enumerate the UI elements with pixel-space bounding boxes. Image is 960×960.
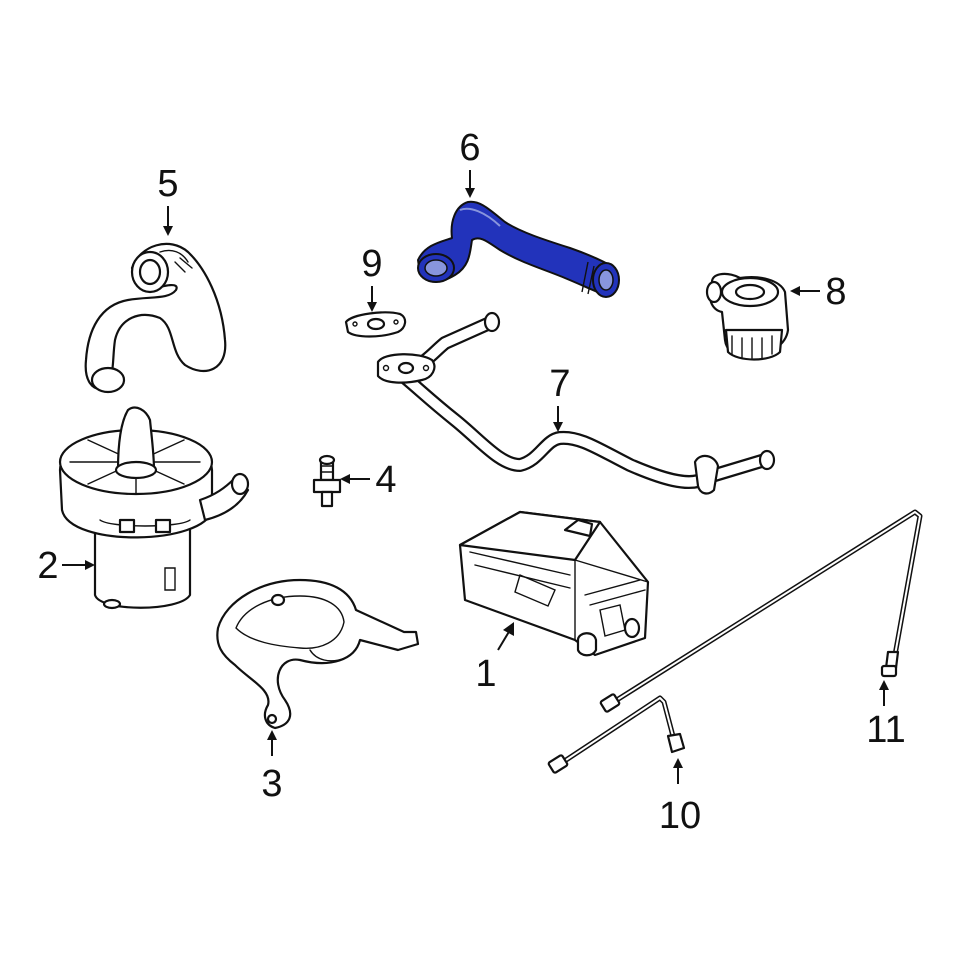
part-4-stud[interactable] xyxy=(312,454,342,508)
part-2-air-pump[interactable] xyxy=(58,406,250,610)
callout-6: 6 xyxy=(459,127,481,198)
callout-11: 11 xyxy=(866,680,906,751)
part-6-hose-highlighted[interactable] xyxy=(417,200,620,298)
callout-4: 4 xyxy=(340,459,397,501)
callout-1-label: 1 xyxy=(475,653,496,695)
part-5-hose[interactable] xyxy=(84,242,227,394)
part-7-pipe[interactable] xyxy=(376,311,776,495)
callout-3: 3 xyxy=(261,730,283,805)
callout-6-label: 6 xyxy=(459,127,480,169)
callout-11-label: 11 xyxy=(866,709,905,751)
callout-10-label: 10 xyxy=(659,795,701,837)
callout-8-label: 8 xyxy=(825,271,846,313)
callout-9-label: 9 xyxy=(361,243,382,285)
callout-4-label: 4 xyxy=(375,459,396,501)
part-1-canister[interactable] xyxy=(458,510,650,657)
callout-7-label: 7 xyxy=(549,363,570,405)
callout-2: 2 xyxy=(37,545,95,587)
part-11-sensor[interactable] xyxy=(599,509,923,713)
part-8-valve[interactable] xyxy=(705,272,790,361)
part-10-sensor[interactable] xyxy=(547,695,686,774)
callout-5: 5 xyxy=(157,163,179,236)
part-9-gasket[interactable] xyxy=(344,311,407,338)
part-3-bracket[interactable] xyxy=(216,578,420,730)
callout-1: 1 xyxy=(475,622,514,695)
callout-7: 7 xyxy=(549,363,571,432)
callout-8: 8 xyxy=(790,271,847,313)
callout-9: 9 xyxy=(361,243,383,312)
callout-2-label: 2 xyxy=(37,545,58,587)
callout-10: 10 xyxy=(659,758,701,837)
callout-3-label: 3 xyxy=(261,763,282,805)
callout-5-label: 5 xyxy=(157,163,178,205)
